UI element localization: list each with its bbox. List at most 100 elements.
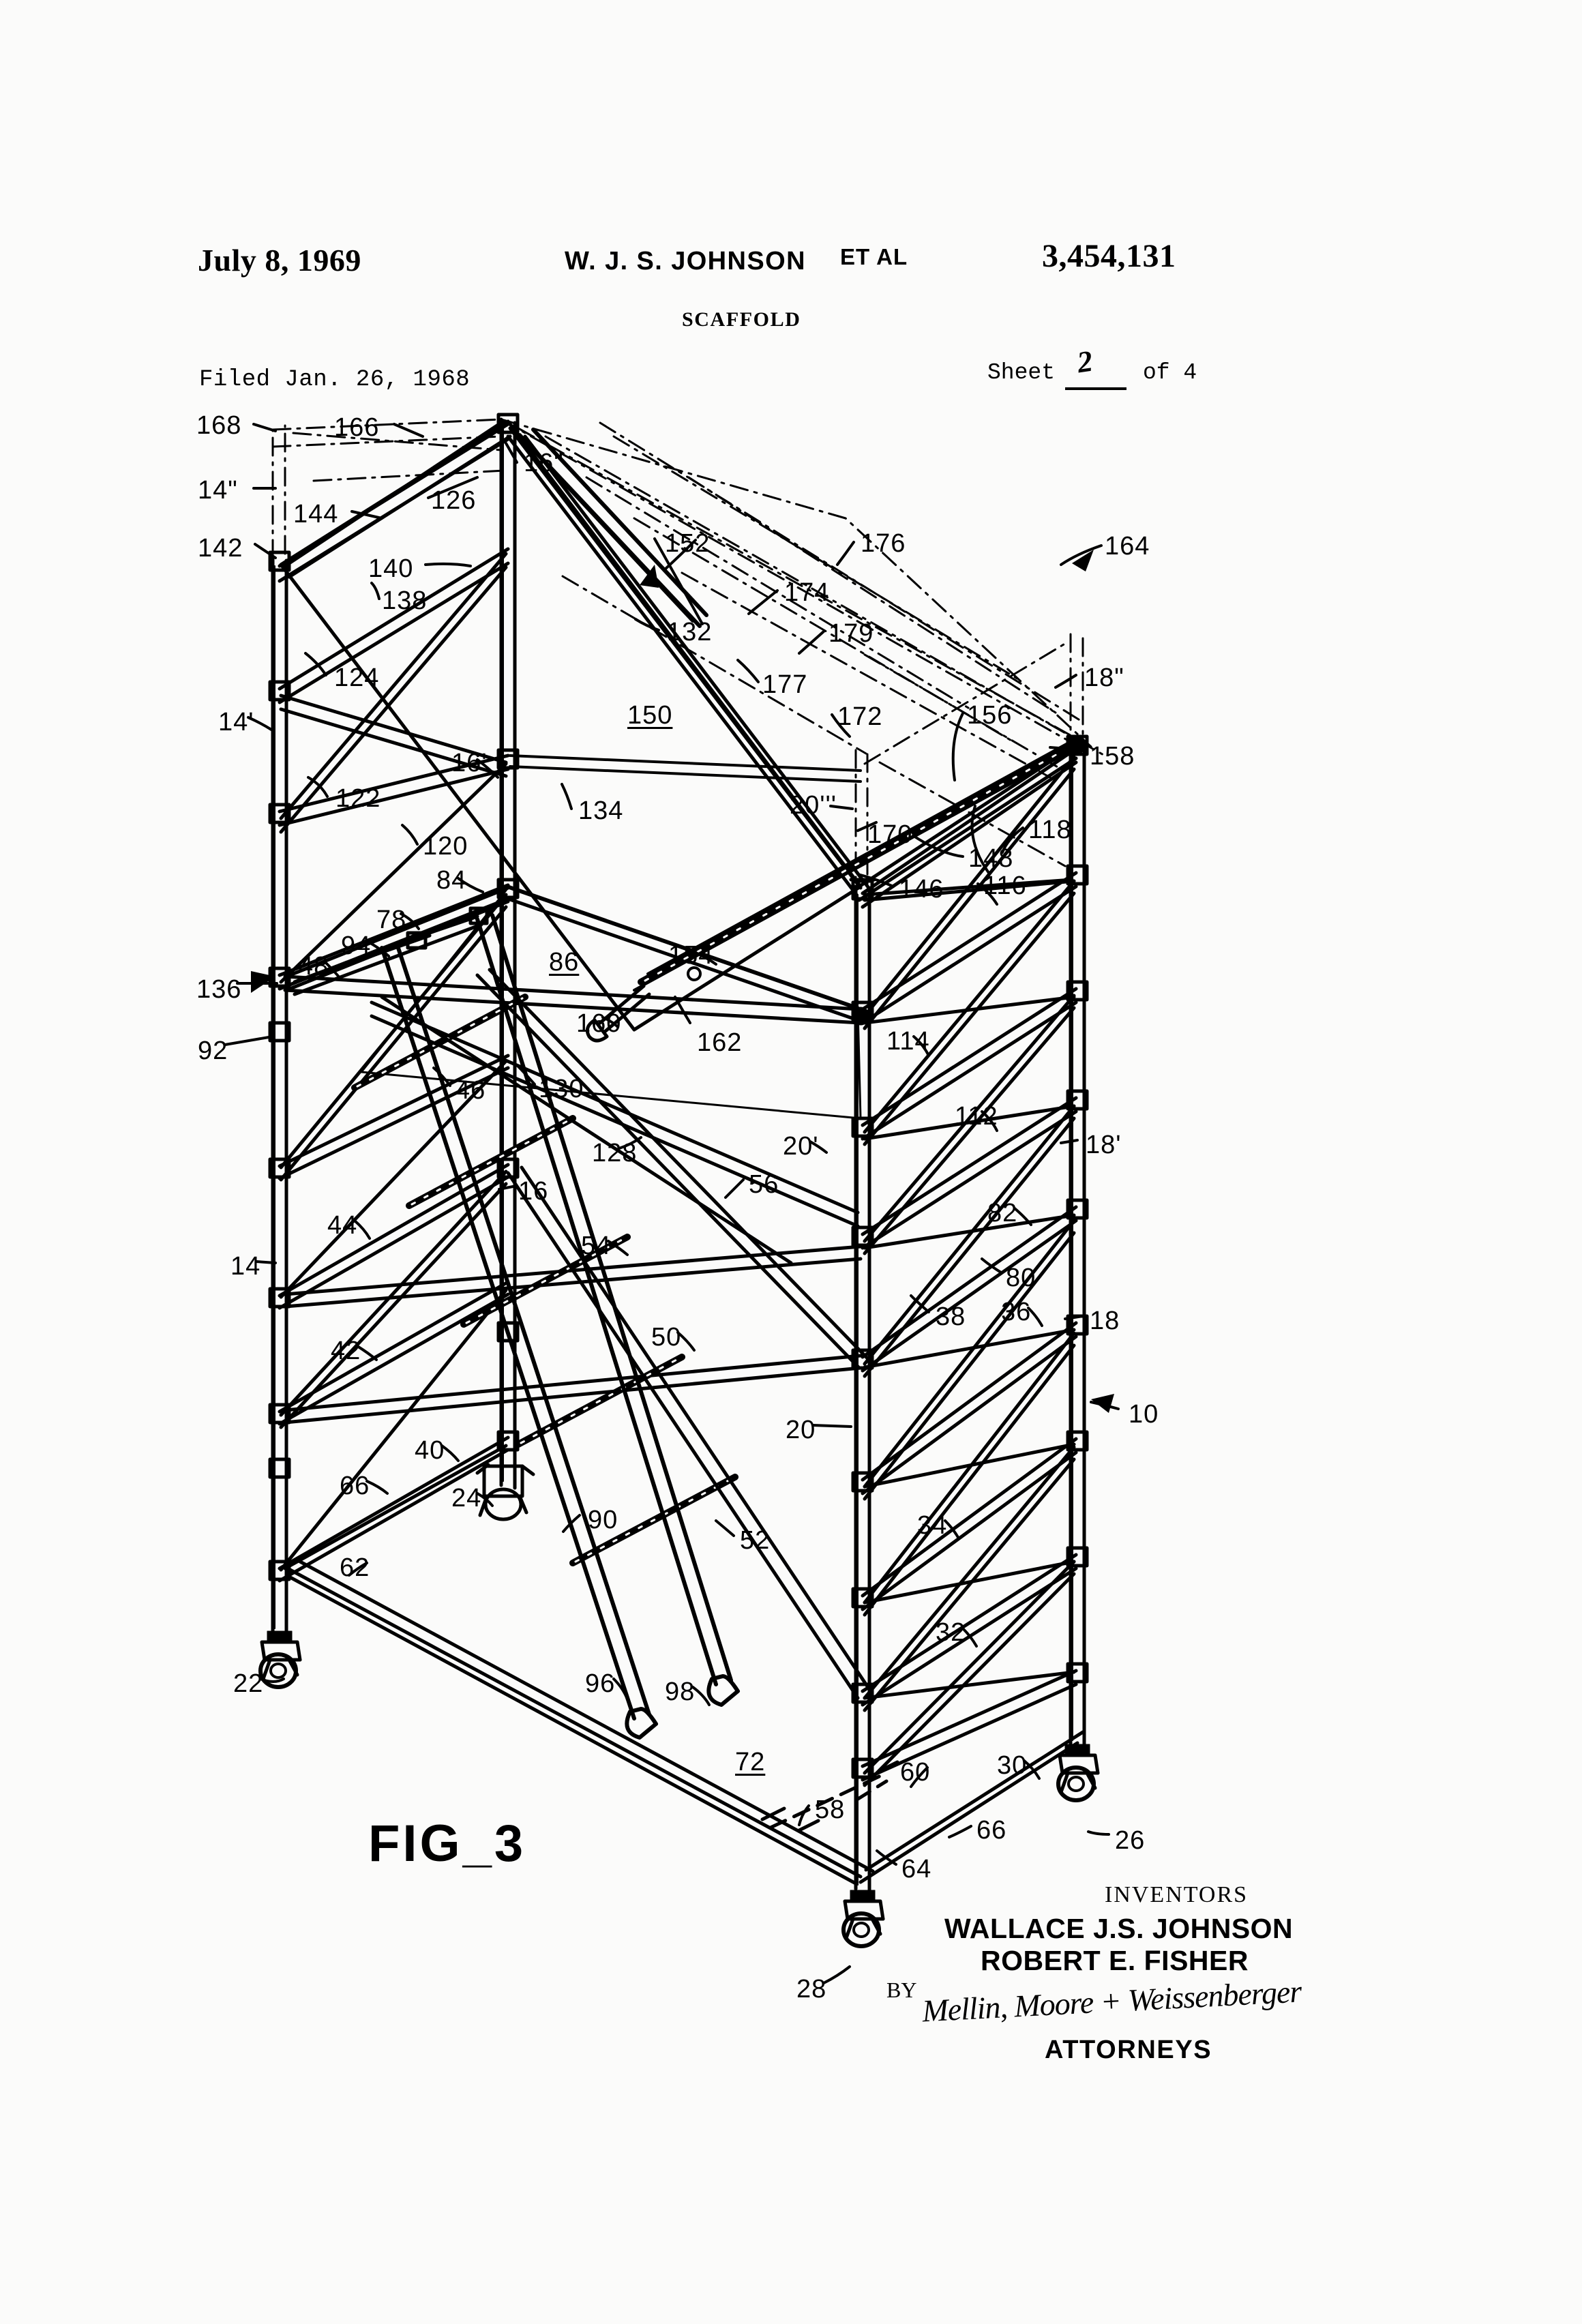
attorneys-label: ATTORNEYS [1045,2036,1212,2064]
ref-numeral-122: 122 [335,784,381,813]
filing-date: Filed Jan. 26, 1968 [199,367,471,393]
ref-numeral-150: 150 [627,701,673,730]
inventor-name-1: WALLACE J.S. JOHNSON [944,1913,1294,1944]
ref-numeral-38: 38 [936,1302,966,1331]
ref-numeral-20: 20 [786,1416,816,1444]
sheet-number-underline [1065,387,1126,390]
ref-numeral-168: 168 [196,411,242,440]
ref-numeral-80: 80 [1006,1264,1036,1292]
ref-numeral-164: 164 [1105,532,1150,561]
ref-numeral-177: 177 [762,670,808,699]
ref-numeral-28: 28 [796,1975,827,2003]
et-al-label: ET AL [840,244,908,269]
ref-numeral-62: 62 [340,1553,370,1582]
caster-28 [844,1890,883,1946]
ref-numeral-92: 92 [198,1037,228,1065]
ref-numeral-34: 34 [917,1511,948,1540]
ref-numeral-66a: 66 [340,1472,370,1500]
issue-date: July 8, 1969 [198,243,361,278]
ref-numeral-14p: 14' [218,708,254,736]
ref-numeral-26: 26 [1115,1826,1146,1855]
ref-numeral-144: 144 [293,500,339,528]
ref-numeral-160: 160 [576,1009,622,1038]
ref-numeral-142: 142 [198,534,243,563]
ref-numeral-14: 14 [230,1252,261,1281]
ref-numeral-124: 124 [334,664,380,692]
sheet-total: of 4 [1143,360,1197,385]
figure-caption: FIG_3 [368,1815,526,1873]
ref-numeral-128: 128 [592,1139,638,1167]
ref-numeral-16dp: 16" [524,449,564,477]
ref-numeral-179: 179 [829,619,874,648]
ref-numeral-32: 32 [936,1618,966,1647]
ref-numeral-40: 40 [415,1436,445,1465]
ref-numeral-14dp: 14" [198,476,238,505]
ref-numeral-148: 148 [968,844,1014,873]
ref-numeral-10: 10 [1129,1400,1159,1429]
ref-numeral-18: 18 [1090,1307,1120,1335]
ref-numeral-78: 78 [376,906,407,934]
ref-numeral-136: 136 [196,975,242,1004]
ref-numeral-84: 84 [436,866,467,895]
ref-numeral-66b: 66 [976,1816,1007,1845]
inventor-name-2: ROBERT E. FISHER [981,1945,1249,1976]
ref-numeral-170: 170 [867,820,913,849]
ref-numeral-52: 52 [740,1526,771,1555]
ref-numeral-166: 166 [334,413,380,442]
ref-numeral-16p: 16' [451,749,488,777]
ref-numeral-118: 118 [1028,816,1072,844]
ref-numeral-60: 60 [900,1758,931,1787]
ref-numeral-138: 138 [382,586,428,615]
ref-numeral-152: 152 [665,529,711,558]
ref-numeral-46: 46 [456,1076,486,1105]
ref-numeral-64: 64 [901,1855,932,1883]
ref-numeral-94: 94 [341,932,372,960]
ref-numeral-126: 126 [431,486,477,515]
ref-numeral-24: 24 [451,1484,482,1513]
patent-number: 3,454,131 [1042,238,1176,274]
inventors-label: INVENTORS [1105,1882,1249,1907]
ref-numeral-44: 44 [327,1211,358,1240]
inventor-header-name: W. J. S. JOHNSON [565,247,806,275]
ref-numeral-82: 82 [987,1199,1018,1227]
ref-numeral-112: 112 [955,1102,998,1131]
ref-numeral-48: 48 [299,952,329,981]
ref-numeral-120: 120 [423,832,468,861]
ref-numeral-18dp: 18" [1084,664,1124,692]
ref-numeral-96: 96 [585,1669,616,1698]
by-label: BY [886,1978,917,2002]
ref-numeral-130: 130 [539,1075,584,1103]
ref-numeral-56: 56 [749,1170,779,1199]
ref-numeral-36: 36 [1001,1298,1032,1326]
ref-numeral-58: 58 [815,1796,846,1824]
ref-numeral-20p: 20' [783,1132,819,1161]
caster-22 [260,1631,300,1687]
ref-numeral-42: 42 [331,1337,361,1365]
ref-numeral-174: 174 [784,578,830,607]
ref-numeral-162: 162 [697,1028,743,1057]
ref-numeral-22: 22 [233,1669,264,1698]
ref-numeral-158: 158 [1090,742,1135,771]
ref-numeral-50: 50 [651,1323,682,1352]
ref-numeral-20tp: 20''' [790,791,837,820]
ref-numeral-18p: 18' [1086,1131,1122,1159]
ref-numeral-116: 116 [983,872,1027,900]
ref-numeral-72: 72 [735,1748,766,1776]
ref-numeral-134: 134 [578,796,624,825]
patent-title: SCAFFOLD [682,308,801,331]
ref-numeral-176: 176 [861,529,906,558]
ref-numeral-114: 114 [886,1027,930,1056]
ref-numeral-54: 54 [581,1232,612,1260]
ref-numeral-140: 140 [368,554,414,583]
ref-numeral-98: 98 [665,1678,696,1706]
ref-numeral-132: 132 [667,618,713,646]
ref-numeral-86: 86 [549,948,580,977]
ref-numeral-154: 154 [668,941,714,970]
ref-numeral-16: 16 [518,1177,549,1206]
ref-numeral-156: 156 [967,701,1013,730]
ref-numeral-146: 146 [899,875,944,904]
ref-numeral-172: 172 [837,702,883,731]
sheet-label: Sheet [987,360,1056,385]
